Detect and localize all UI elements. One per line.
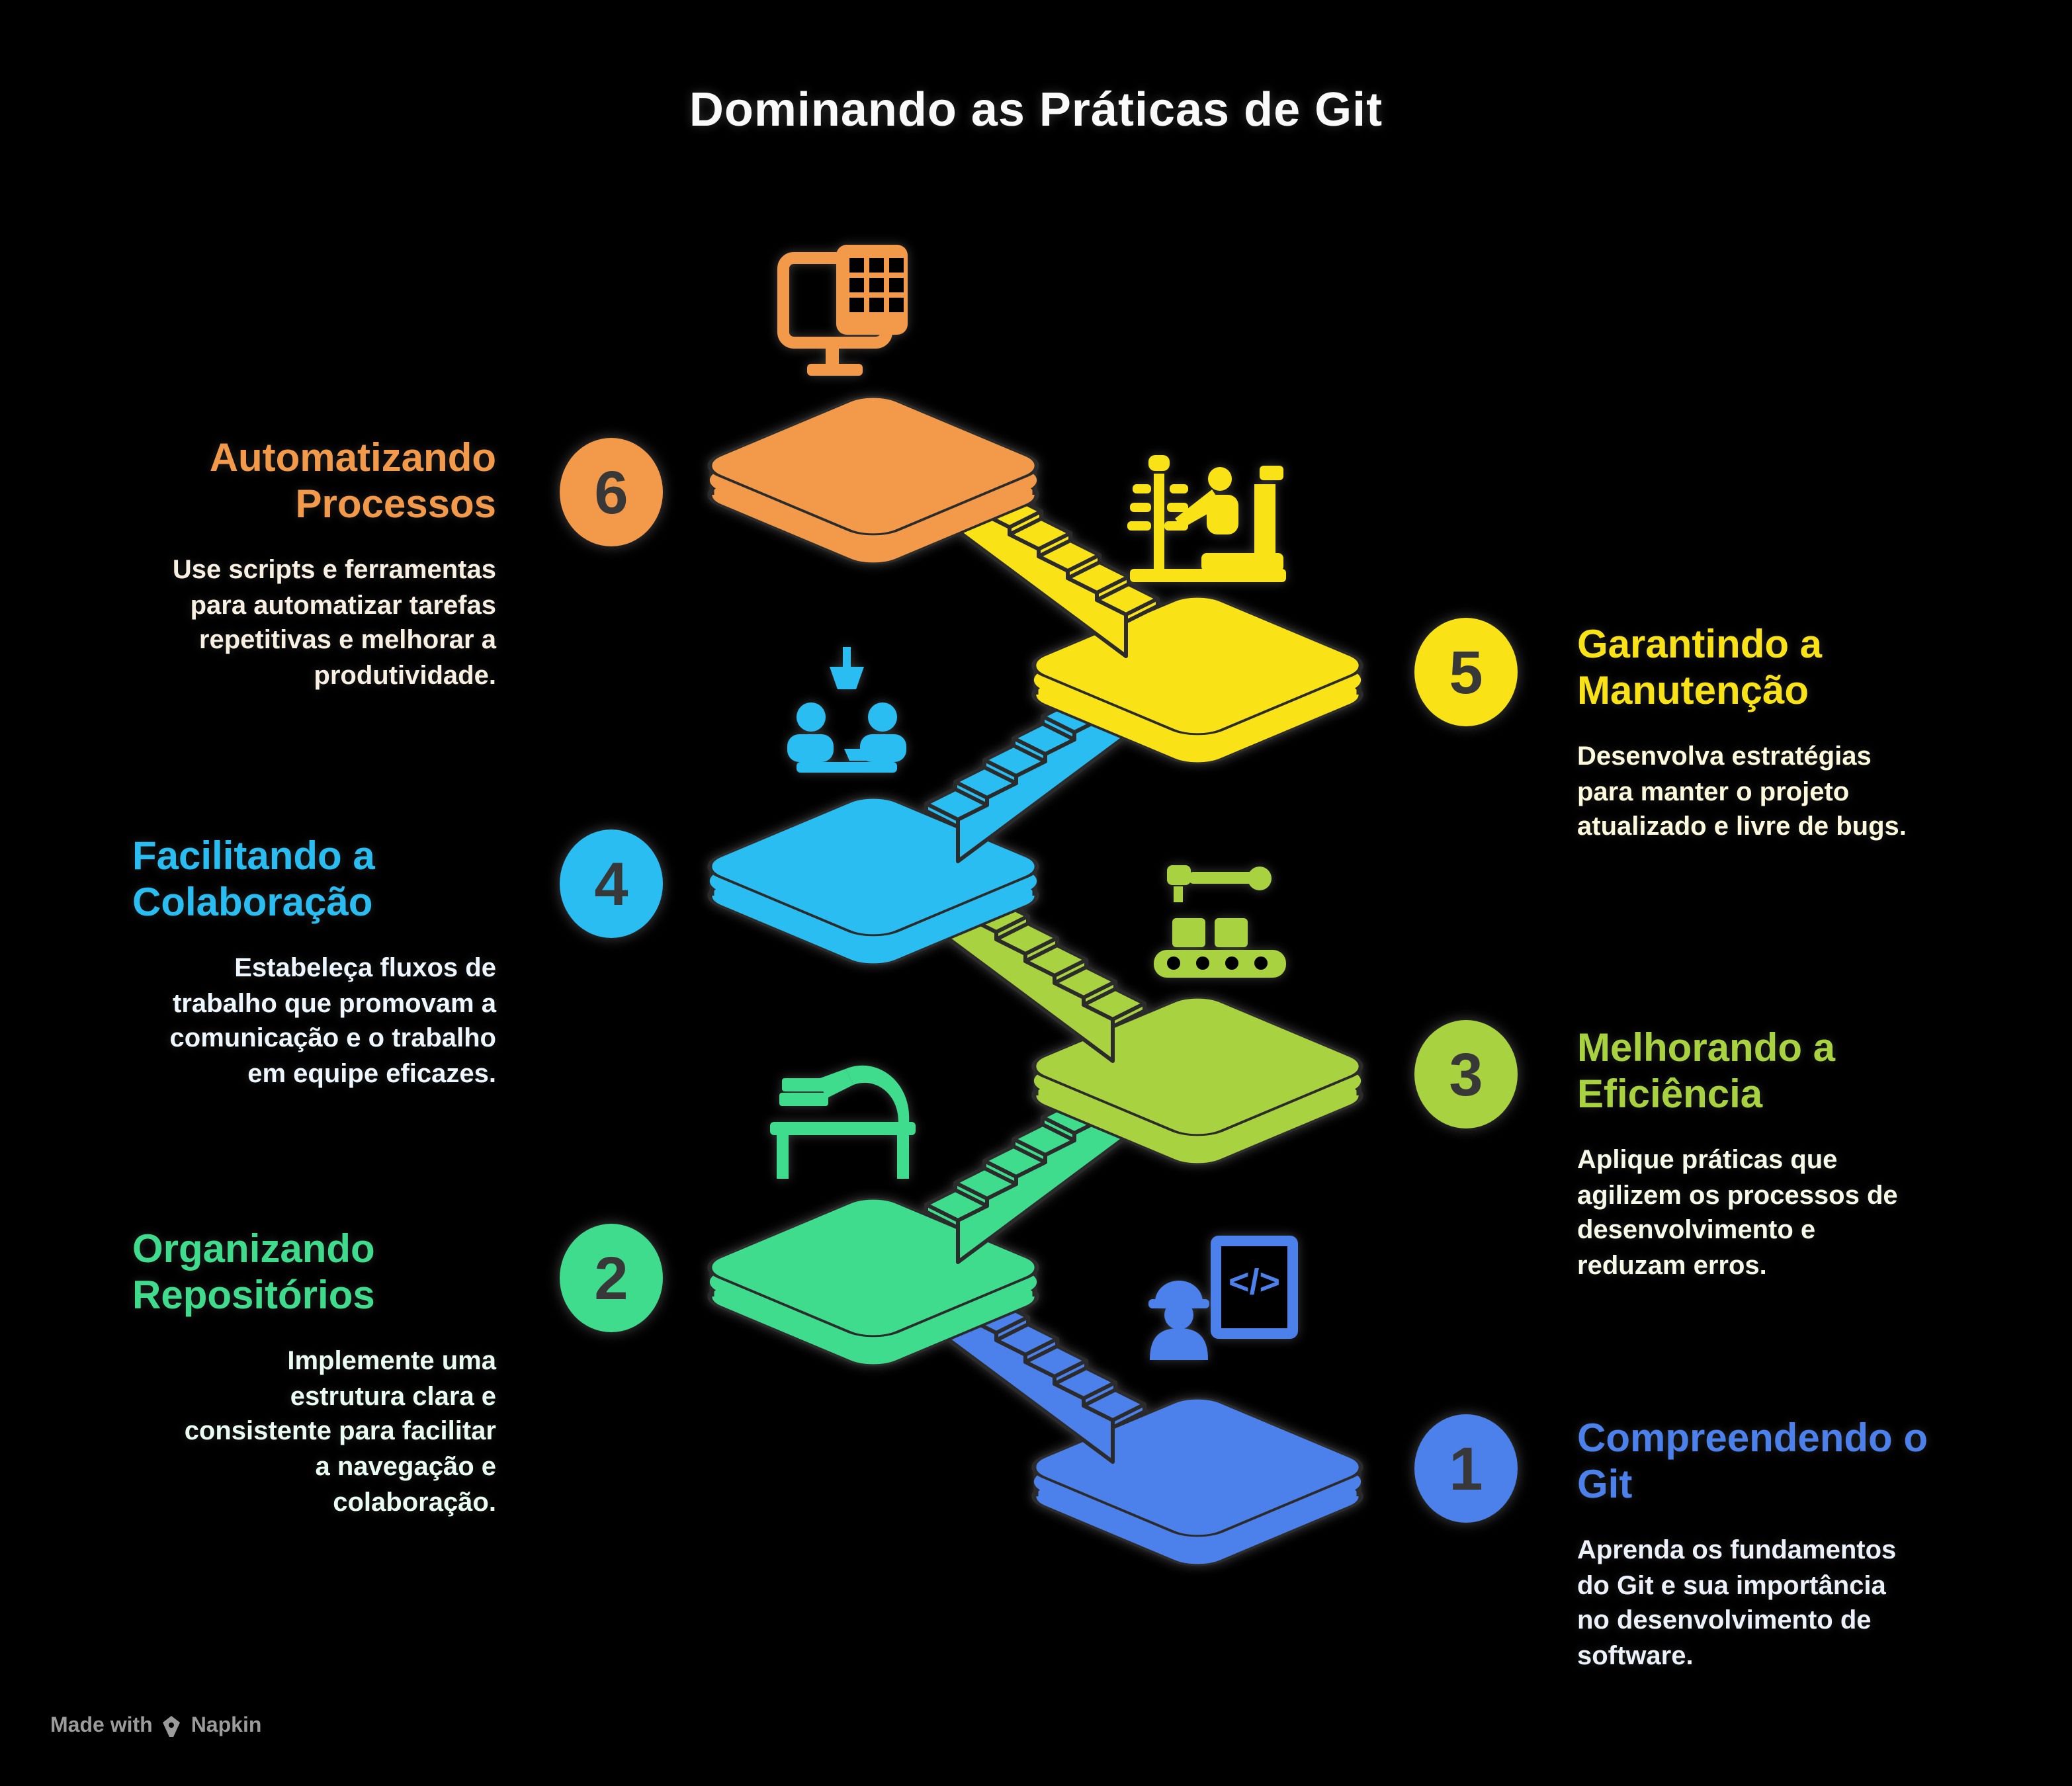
footer-made-with-label: Made with [50, 1715, 153, 1737]
napkin-pen-icon [163, 1715, 181, 1736]
step-6-number-badge: 6 [560, 438, 663, 546]
organized-desk-icon [770, 1065, 916, 1179]
footer-brand-label: Napkin [191, 1715, 262, 1737]
step-3-number-badge: 3 [1414, 1020, 1518, 1128]
step-5-text-block: Garantindo a Manutenção Desenvolva estra… [1577, 622, 1974, 845]
automation-monitor-icon [777, 245, 908, 376]
step-2-number-badge: 2 [560, 1224, 663, 1332]
step-2-description: Implemente uma estrutura clara e consist… [184, 1346, 496, 1517]
step-4-description: Estabeleça fluxos de trabalho que promov… [169, 953, 496, 1089]
step-6-description: Use scripts e ferramentas para automatiz… [172, 555, 496, 691]
assembly-line-icon [1154, 865, 1286, 978]
step-6-text-block: Automatizando Processos Use scripts e fe… [132, 435, 496, 695]
footer-credit: Made with Napkin [50, 1715, 261, 1738]
step-2-text-block: Organizando Repositórios Implemente uma … [132, 1226, 496, 1521]
team-meeting-icon [787, 647, 906, 773]
page-title: Dominando as Práticas de Git [689, 82, 1383, 136]
step-1-text-block: Compreendendo o Git Aprenda os fundament… [1577, 1416, 1974, 1675]
step-1-heading: Compreendendo o Git [1577, 1417, 1928, 1508]
step-3-description: Aplique práticas que agilizem os process… [1577, 1145, 1898, 1281]
engineer-with-code-icon: </> [1148, 1236, 1298, 1360]
step-2-heading: Organizando Repositórios [132, 1228, 375, 1318]
step-5-description: Desenvolva estratégias para manter o pro… [1577, 742, 1907, 842]
step-5-heading: Garantindo a Manutenção [1577, 623, 1823, 714]
step-3-text-block: Melhorando a Eficiência Aplique práticas… [1577, 1025, 1974, 1285]
step-4-number-badge: 4 [560, 829, 663, 938]
code-glyph: </> [1229, 1262, 1280, 1302]
step-5-number-badge: 5 [1414, 618, 1518, 726]
maintenance-garden-icon [1127, 455, 1286, 582]
step-4-heading: Facilitando a Colaboração [132, 835, 375, 925]
step-1-description: Aprenda os fundamentos do Git e sua impo… [1577, 1535, 1897, 1672]
step-6-heading: Automatizando Processos [209, 437, 496, 527]
step-1-number-badge: 1 [1414, 1414, 1518, 1523]
step-4-text-block: Facilitando a Colaboração Estabeleça flu… [132, 833, 496, 1093]
step-3-heading: Melhorando a Eficiência [1577, 1027, 1836, 1117]
